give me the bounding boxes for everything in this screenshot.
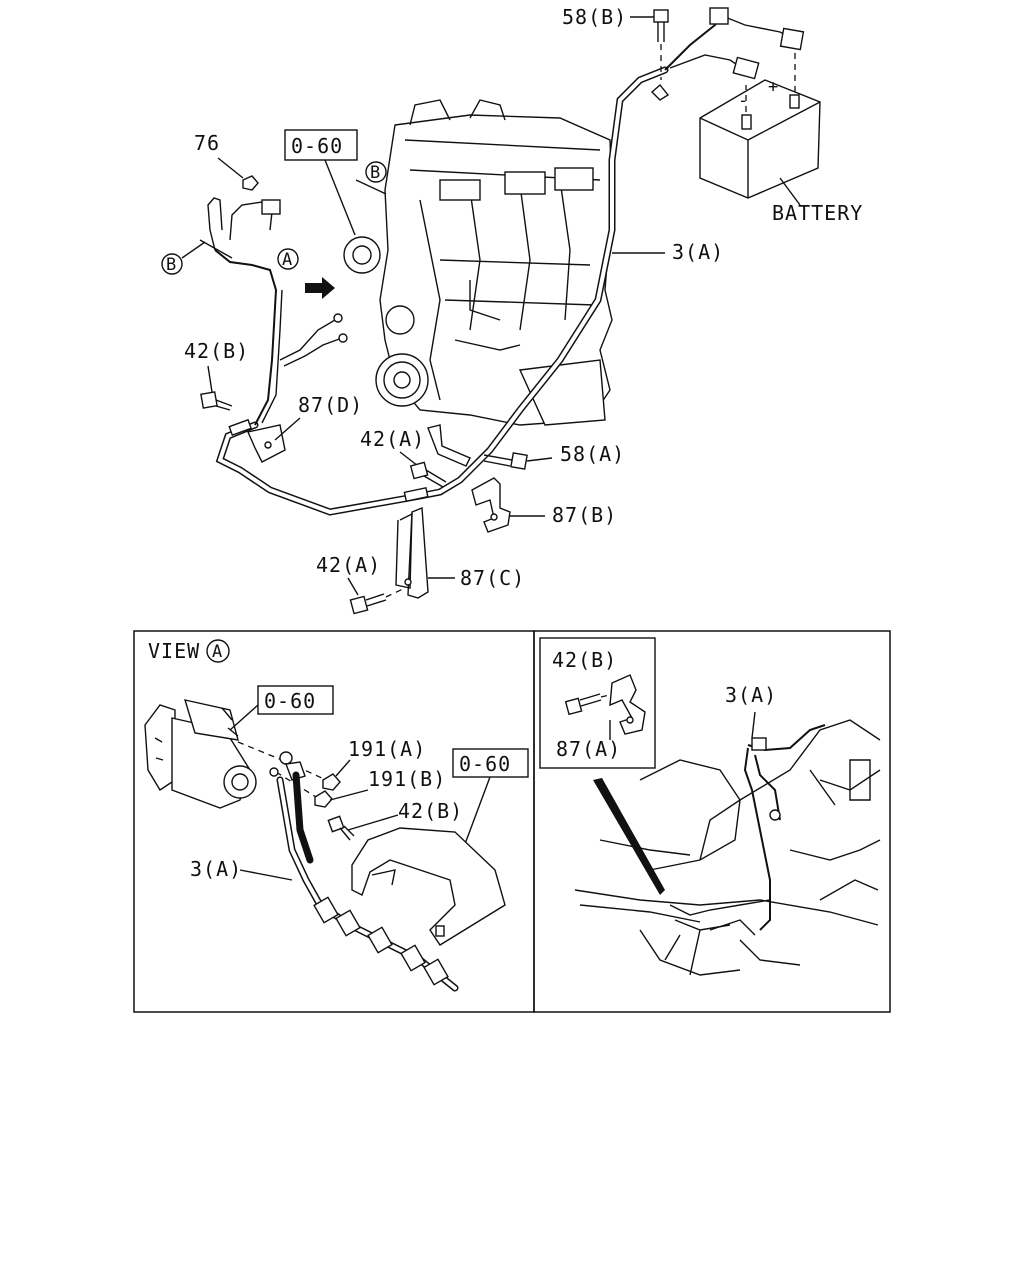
part-58b-label: 58(B) (562, 5, 627, 29)
view-a-191a-label: 191(A) (348, 737, 426, 761)
view-a-42b-label: 42(B) (398, 799, 463, 823)
callout-b-label-1: B (370, 163, 381, 183)
bolt-58a-icon (483, 452, 553, 470)
part-42b-label-top: 42(B) (184, 339, 249, 363)
reference-label-top: 0-60 (291, 134, 343, 158)
reference-box-0-60 (284, 129, 358, 161)
battery-minus-label: - (738, 91, 749, 111)
part-3a-label-top: 3(A) (672, 240, 724, 264)
bracket-inset-box (539, 637, 656, 769)
view-a-reference-box-1 (257, 685, 334, 715)
view-a-ref1-label: 0-60 (264, 689, 316, 713)
detail-42b-label: 42(B) (552, 648, 617, 672)
part-42a-label-mid: 42(A) (360, 427, 425, 451)
detail-3a-label: 3(A) (725, 683, 777, 707)
pointer-arrow-icon (593, 778, 665, 895)
callout-a-label: A (282, 250, 293, 270)
chassis-illustration (574, 719, 881, 976)
view-a-title-circle: A (212, 642, 223, 662)
view-arrow-icon (305, 277, 335, 299)
bolt-42a-mid-icon (409, 461, 447, 488)
view-a-title: VIEW (148, 639, 200, 663)
detail-panel (533, 630, 891, 1013)
view-a-3a-label: 3(A) (190, 857, 242, 881)
battery-label: BATTERY (772, 201, 863, 225)
starter-motor-illustration (144, 699, 257, 809)
engine-illustration (343, 99, 613, 426)
battery-illustration (699, 50, 821, 199)
view-a-191b-label: 191(B) (368, 767, 446, 791)
part-87c-label: 87(C) (460, 566, 525, 590)
bolt-42a-low-icon (349, 587, 406, 615)
bolt-42b-icon (200, 391, 233, 411)
part-87d-label: 87(D) (298, 393, 363, 417)
part-42a-label-low: 42(A) (316, 553, 381, 577)
battery-plus-label: + (768, 77, 779, 97)
callout-b-circle (365, 161, 387, 183)
bolt-58b-icon (653, 9, 669, 80)
part-76-label: 76 (194, 131, 220, 155)
view-a-reference-box-2 (452, 748, 529, 778)
detail-87a-label: 87(A) (556, 737, 621, 761)
callout-b-label-2: B (166, 255, 177, 275)
part-58a-label: 58(A) (560, 442, 625, 466)
part-87b-label: 87(B) (552, 503, 617, 527)
view-a-ref2-label: 0-60 (459, 752, 511, 776)
